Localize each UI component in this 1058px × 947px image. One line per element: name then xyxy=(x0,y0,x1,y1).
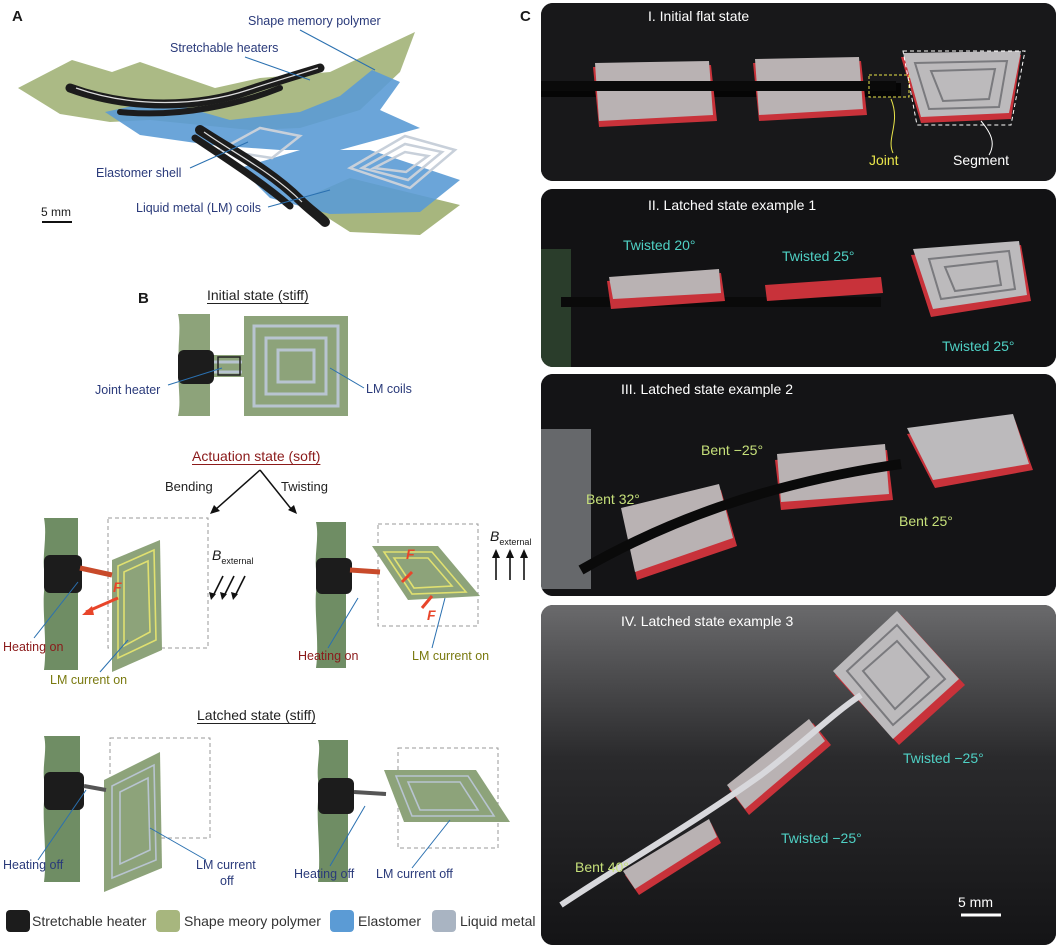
actuation-state-title: Actuation state (soft) xyxy=(192,448,321,464)
photo-iii-graphic xyxy=(541,374,1056,596)
legend-swatch-heater xyxy=(6,910,30,932)
force-label-bending: F xyxy=(113,579,122,595)
photo-latched-example-3: IV. Latched state example 3 Twisted −25°… xyxy=(541,605,1056,945)
bent-32-label: Bent 32° xyxy=(586,491,640,507)
scale-bar-label-a: 5 mm xyxy=(41,205,71,219)
twisted-neg25-label-top: Twisted −25° xyxy=(903,750,984,766)
b-symbol: B xyxy=(212,547,222,563)
lm-current-on-label-bending: LM current on xyxy=(50,673,128,687)
b-subscript: external xyxy=(221,555,254,566)
lm-current-off-label-bending-b: off xyxy=(220,874,234,888)
b-symbol: B xyxy=(490,528,500,544)
panel-b-letter: B xyxy=(138,290,149,307)
photo-latched-example-2: III. Latched state example 2 Bent 32° Be… xyxy=(541,374,1056,596)
panel-a-exploded-diagram xyxy=(18,29,460,235)
panel-a-letter: A xyxy=(12,8,23,25)
b-external-label-twisting: Bexternal xyxy=(490,528,531,547)
twisted-25-label-middle: Twisted 25° xyxy=(782,248,855,264)
legend-label-elastomer: Elastomer xyxy=(358,913,422,929)
bent-25-label: Bent 25° xyxy=(899,513,953,529)
panel-c-letter: C xyxy=(520,8,531,25)
photo-ii-graphic xyxy=(541,189,1056,367)
b-subscript: external xyxy=(499,536,532,547)
initial-state-title: Initial state (stiff) xyxy=(207,287,309,303)
bent-40-label: Bent 40° xyxy=(575,859,629,875)
legend-swatch-liquid-metal xyxy=(432,910,456,932)
force-label-twist-2: F xyxy=(427,607,436,623)
photo-latched-example-1: II. Latched state example 1 Twisted 20° … xyxy=(541,189,1056,367)
heating-on-label-twisting: Heating on xyxy=(298,649,359,663)
heating-off-label-bending: Heating off xyxy=(3,858,64,872)
joint-heater-label: Joint heater xyxy=(95,383,161,397)
bending-label: Bending xyxy=(165,479,213,494)
bent-neg25-label: Bent −25° xyxy=(701,442,764,458)
photo-i-title: I. Initial flat state xyxy=(648,8,750,24)
heating-off-label-twisting: Heating off xyxy=(294,867,355,881)
label-smp: Shape memory polymer xyxy=(248,14,381,28)
legend-label-heater: Stretchable heater xyxy=(32,913,147,929)
actuation-diagrams xyxy=(33,469,528,673)
label-stretchable-heaters: Stretchable heaters xyxy=(170,41,279,55)
label-lm-coils: Liquid metal (LM) coils xyxy=(136,201,262,215)
latched-diagrams xyxy=(37,736,510,892)
legend-label-liquid-metal: Liquid metal xyxy=(460,913,536,929)
twisted-neg25-label-middle: Twisted −25° xyxy=(781,830,862,846)
twisted-20-label: Twisted 20° xyxy=(623,237,696,253)
initial-leaders xyxy=(167,367,365,389)
lm-current-off-label-twisting: LM current off xyxy=(376,867,453,881)
photo-iii-title: III. Latched state example 2 xyxy=(621,381,793,397)
photo-i-graphic xyxy=(541,3,1056,181)
segment-label: Segment xyxy=(953,152,1010,168)
legend-swatch-smp xyxy=(156,910,180,932)
joint-label: Joint xyxy=(869,152,899,168)
lm-current-off-label-bending-a: LM current xyxy=(196,858,256,872)
photo-iv-graphic xyxy=(541,605,1056,945)
photo-iv-title: IV. Latched state example 3 xyxy=(621,613,794,629)
legend-label-smp: Shape meory polymer xyxy=(184,913,321,929)
label-elastomer-shell: Elastomer shell xyxy=(96,166,182,180)
latched-state-title: Latched state (stiff) xyxy=(197,707,316,723)
twisted-25-label-right: Twisted 25° xyxy=(942,338,1015,354)
initial-state-diagram xyxy=(178,314,348,416)
b-external-label-bending: Bexternal xyxy=(212,547,253,566)
twisting-label: Twisting xyxy=(281,479,328,494)
lm-coils-label: LM coils xyxy=(366,382,412,396)
photo-initial-flat-state: I. Initial flat state Joint Segment xyxy=(541,3,1056,181)
legend-swatch-elastomer xyxy=(330,910,354,932)
scale-bar-label-c: 5 mm xyxy=(958,894,993,910)
lm-current-on-label-twisting: LM current on xyxy=(412,649,490,663)
force-label-twist-1: F xyxy=(406,546,415,562)
heating-on-label-bending: Heating on xyxy=(3,640,64,654)
photo-ii-title: II. Latched state example 1 xyxy=(648,197,817,213)
